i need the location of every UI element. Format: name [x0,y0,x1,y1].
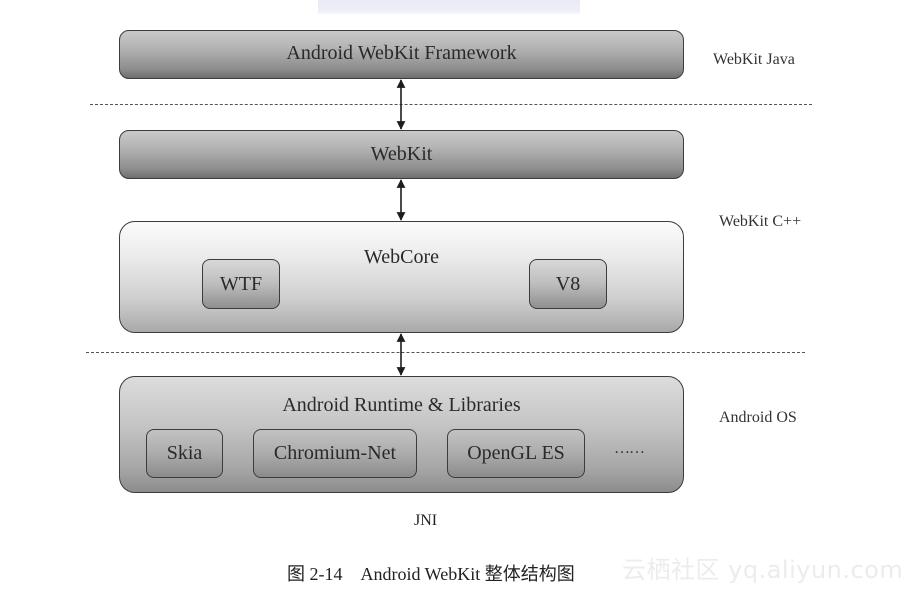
side-label-webkit-cpp: WebKit C++ [719,213,802,230]
wtf-label: WTF [219,272,263,295]
webcore-box: WebCore WTF V8 [119,221,684,333]
jni-label: JNI [414,512,438,529]
layer-divider-java-cpp [90,104,812,105]
android-webkit-framework-box: Android WebKit Framework [119,30,684,79]
wtf-box: WTF [202,259,280,309]
v8-box: V8 [529,259,607,309]
webkit-label: WebKit [370,143,433,165]
webkit-box: WebKit [119,130,684,179]
figure-caption: 图 2-14 Android WebKit 整体结构图 [287,564,575,584]
webcore-label: WebCore [363,246,440,268]
opengl-es-box: OpenGL ES [447,429,585,478]
side-label-webkit-java: WebKit Java [713,51,795,68]
android-webkit-framework-label: Android WebKit Framework [286,42,517,64]
side-label-android-os: Android OS [719,409,797,426]
watermark-text: 云栖社区 yq.aliyun.com [622,556,904,584]
chromium-net-label: Chromium-Net [273,442,397,464]
top-watermark-band [318,0,580,14]
v8-label: V8 [555,272,581,295]
android-runtime-libraries-box: Android Runtime & Libraries Skia Chromiu… [119,376,684,493]
skia-label: Skia [166,442,203,464]
more-libraries-ellipsis: …… [614,440,645,457]
android-runtime-libraries-label: Android Runtime & Libraries [282,394,521,416]
chromium-net-box: Chromium-Net [253,429,417,478]
opengl-es-label: OpenGL ES [467,442,565,464]
skia-box: Skia [146,429,223,478]
layer-divider-cpp-os [86,352,805,353]
